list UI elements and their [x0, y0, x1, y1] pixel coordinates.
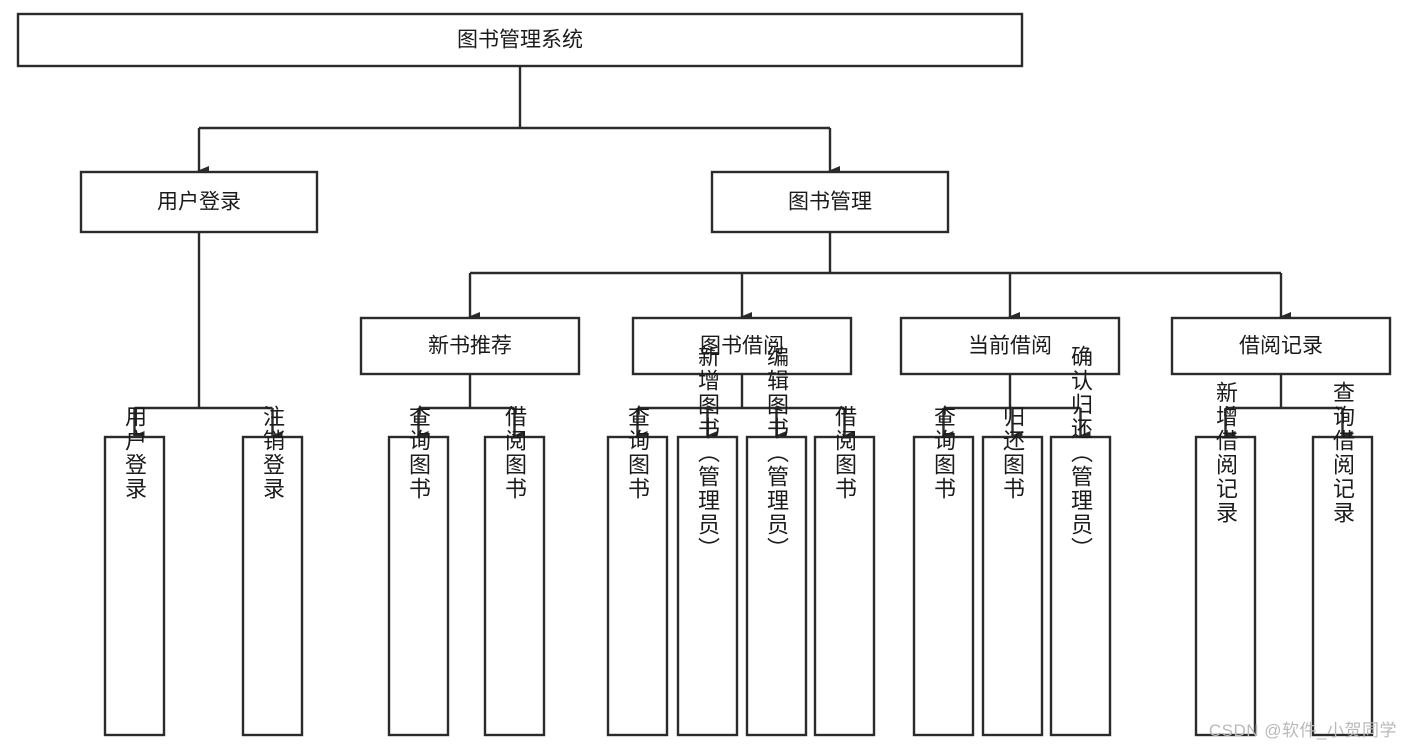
- node-label: 注销登录: [260, 405, 285, 501]
- node-box[interactable]: [387, 435, 450, 737]
- node-box[interactable]: [676, 435, 739, 737]
- node-box[interactable]: [483, 435, 546, 737]
- node-leaf-查询图书-2[interactable]: 查询图书: [387, 405, 450, 737]
- connector-layer: [132, 66, 1353, 441]
- node-label: 借阅图书: [832, 405, 857, 501]
- node-label: 新增图书（管理员）: [695, 345, 720, 561]
- node-l2-用户登录-0[interactable]: 用户登录: [79, 170, 319, 234]
- node-label: 新增借阅记录: [1213, 381, 1238, 525]
- node-box[interactable]: [103, 435, 166, 737]
- node-box[interactable]: [606, 435, 669, 737]
- node-leaf-新增图书管理员-5[interactable]: 新增图书（管理员）: [676, 345, 739, 737]
- node-box[interactable]: [899, 316, 1121, 376]
- node-label: 查询图书: [625, 405, 650, 501]
- node-leaf-查询借阅记录-12[interactable]: 查询借阅记录: [1311, 381, 1374, 737]
- node-leaf-编辑图书管理员-6[interactable]: 编辑图书（管理员）: [745, 345, 808, 737]
- node-label: 图书管理系统: [457, 29, 583, 52]
- node-leaf-查询图书-4[interactable]: 查询图书: [606, 405, 669, 737]
- node-leaf-注销登录-1[interactable]: 注销登录: [241, 405, 304, 737]
- node-box[interactable]: [1194, 435, 1257, 737]
- node-box[interactable]: [79, 170, 319, 234]
- node-l3-当前借阅-2[interactable]: 当前借阅: [899, 316, 1121, 376]
- node-l2-图书管理-1[interactable]: 图书管理: [710, 170, 950, 234]
- node-label: 用户登录: [122, 405, 147, 501]
- node-leaf-归还图书-9[interactable]: 归还图书: [981, 405, 1044, 737]
- node-leaf-借阅图书-3[interactable]: 借阅图书: [483, 405, 546, 737]
- node-leaf-借阅图书-7[interactable]: 借阅图书: [813, 405, 876, 737]
- node-box[interactable]: [359, 316, 581, 376]
- node-box[interactable]: [16, 12, 1024, 68]
- node-box[interactable]: [241, 435, 304, 737]
- node-label: 用户登录: [157, 191, 241, 214]
- node-box[interactable]: [710, 170, 950, 234]
- node-leaf-查询图书-8[interactable]: 查询图书: [912, 405, 975, 737]
- node-root-图书管理系统-0[interactable]: 图书管理系统: [16, 12, 1024, 68]
- node-box[interactable]: [1311, 435, 1374, 737]
- node-box[interactable]: [1049, 435, 1112, 737]
- node-label: 编辑图书（管理员）: [764, 345, 789, 561]
- node-box[interactable]: [1170, 316, 1392, 376]
- node-box[interactable]: [981, 435, 1044, 737]
- node-label: 当前借阅: [968, 335, 1052, 358]
- node-label: 归还图书: [1000, 405, 1025, 501]
- node-l3-新书推荐-0[interactable]: 新书推荐: [359, 316, 581, 376]
- node-label: 图书借阅: [700, 335, 784, 358]
- node-l3-图书借阅-1[interactable]: 图书借阅: [631, 316, 853, 376]
- node-leaf-用户登录-0[interactable]: 用户登录: [103, 405, 166, 737]
- node-label: 确认归还（管理员）: [1068, 345, 1093, 561]
- node-label: 新书推荐: [428, 335, 512, 358]
- node-box[interactable]: [813, 435, 876, 737]
- node-box[interactable]: [745, 435, 808, 737]
- node-leaf-确认归还管理员-10[interactable]: 确认归还（管理员）: [1049, 345, 1112, 737]
- node-label: 借阅记录: [1239, 335, 1323, 358]
- node-label: 查询借阅记录: [1330, 381, 1355, 525]
- node-l3-借阅记录-3[interactable]: 借阅记录: [1170, 316, 1392, 376]
- node-box[interactable]: [631, 316, 853, 376]
- node-box[interactable]: [912, 435, 975, 737]
- node-label: 查询图书: [931, 405, 956, 501]
- node-label: 查询图书: [406, 405, 431, 501]
- node-leaf-新增借阅记录-11[interactable]: 新增借阅记录: [1194, 381, 1257, 737]
- watermark-label: CSDN @软件_小贺同学: [1208, 721, 1397, 740]
- node-layer: 图书管理系统用户登录图书管理新书推荐图书借阅当前借阅借阅记录用户登录注销登录查询…: [16, 12, 1392, 737]
- node-label: 借阅图书: [502, 405, 527, 501]
- node-label: 图书管理: [788, 191, 872, 214]
